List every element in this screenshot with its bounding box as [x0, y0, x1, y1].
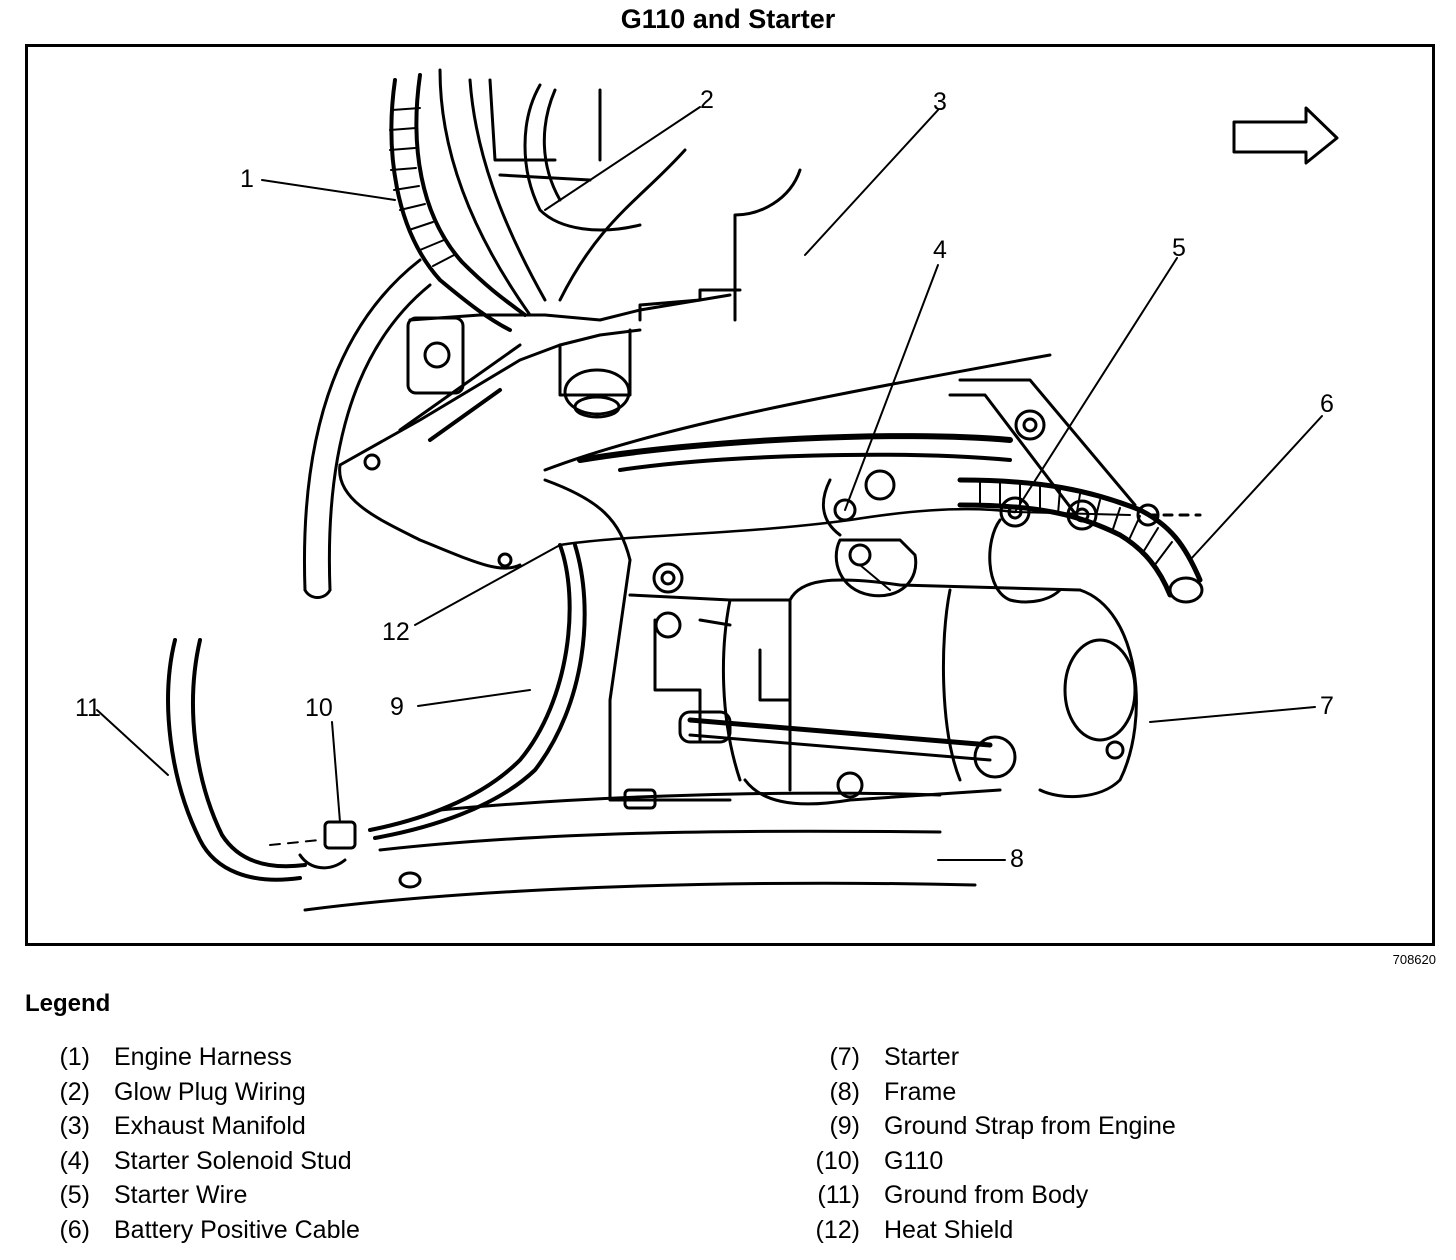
- legend-item: (5)Starter Wire: [59, 1181, 248, 1210]
- callout-3: 3: [933, 88, 947, 116]
- legend-title: Legend: [25, 990, 111, 1017]
- diagram-frame: [25, 44, 1435, 946]
- legend-item: (7)Starter: [829, 1043, 960, 1071]
- legend-item: (6)Battery Positive Cable: [59, 1215, 360, 1244]
- legend-item: (10)G110: [815, 1146, 944, 1175]
- callout-4: 4: [933, 236, 947, 264]
- callout-7: 7: [1320, 692, 1334, 720]
- legend-item: (4)Starter Solenoid Stud: [59, 1146, 352, 1175]
- callout-9: 9: [390, 693, 404, 721]
- figure-id: 708620: [1392, 952, 1436, 967]
- right-arrow-icon: [1232, 106, 1339, 165]
- legend-item: (3)Exhaust Manifold: [59, 1112, 306, 1141]
- legend-item: (11)Ground from Body: [817, 1181, 1089, 1210]
- callout-8: 8: [1010, 845, 1024, 873]
- callout-6: 6: [1320, 390, 1334, 418]
- legend-item: (8)Frame: [829, 1077, 957, 1106]
- engine-diagram: 1 2 3 4 5 6 7 8 9 10 11 12: [75, 68, 1339, 912]
- legend-item: (1)Engine Harness: [59, 1043, 292, 1071]
- callout-2: 2: [700, 86, 714, 114]
- diagram-title: G110 and Starter: [620, 4, 836, 34]
- callout-5: 5: [1172, 234, 1186, 262]
- callout-1: 1: [240, 165, 254, 193]
- legend-item: (12)Heat Shield: [815, 1215, 1014, 1244]
- callout-10: 10: [305, 694, 333, 722]
- legend-item: (2)Glow Plug Wiring: [59, 1077, 306, 1106]
- callout-12: 12: [382, 618, 410, 646]
- legend-column-left: (1)Engine Harness (2)Glow Plug Wiring (3…: [22, 1040, 360, 1248]
- callout-11: 11: [75, 694, 101, 722]
- legend-item: (9)Ground Strap from Engine: [829, 1112, 1176, 1141]
- legend-column-right: (7)Starter (8)Frame (9)Ground Strap from…: [792, 1040, 1176, 1248]
